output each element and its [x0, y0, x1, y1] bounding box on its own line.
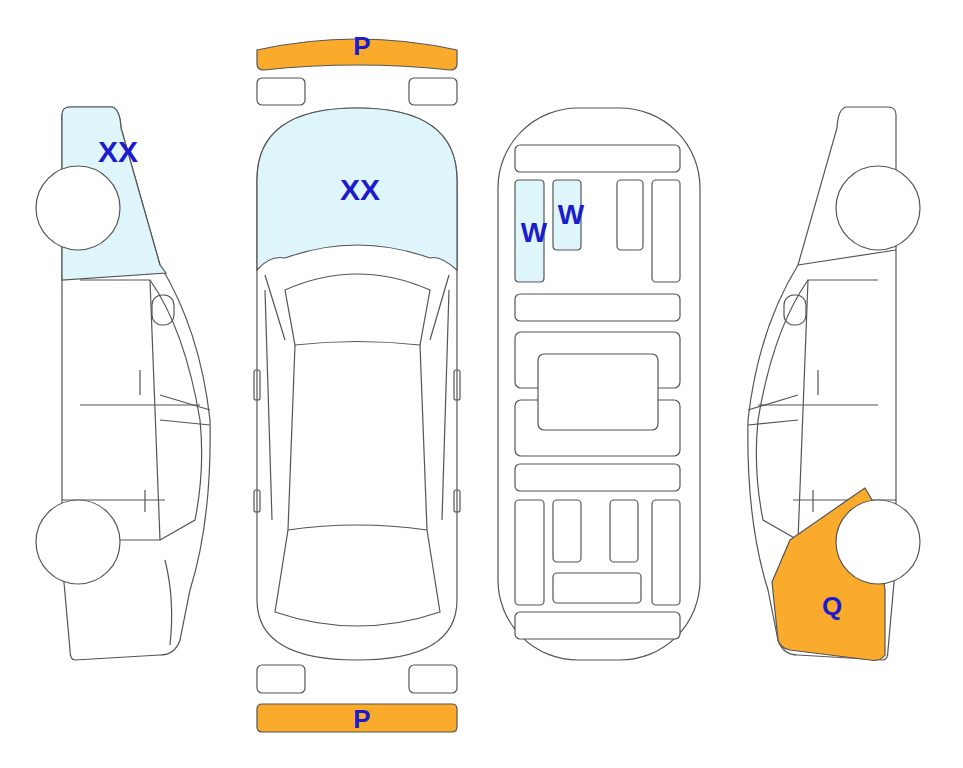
damage-region: XX	[255, 106, 459, 276]
damage-code: XX	[340, 175, 380, 205]
damage-region: W	[514, 179, 545, 283]
damage-code: P	[353, 706, 370, 732]
damage-code: P	[353, 33, 370, 59]
damage-code: W	[521, 219, 547, 247]
damage-region: P	[255, 702, 459, 734]
damage-code: W	[558, 201, 584, 229]
damage-region: W	[552, 179, 582, 251]
damage-region: P	[255, 36, 459, 72]
damage-code: Q	[822, 593, 842, 619]
damage-code: XX	[98, 137, 138, 167]
